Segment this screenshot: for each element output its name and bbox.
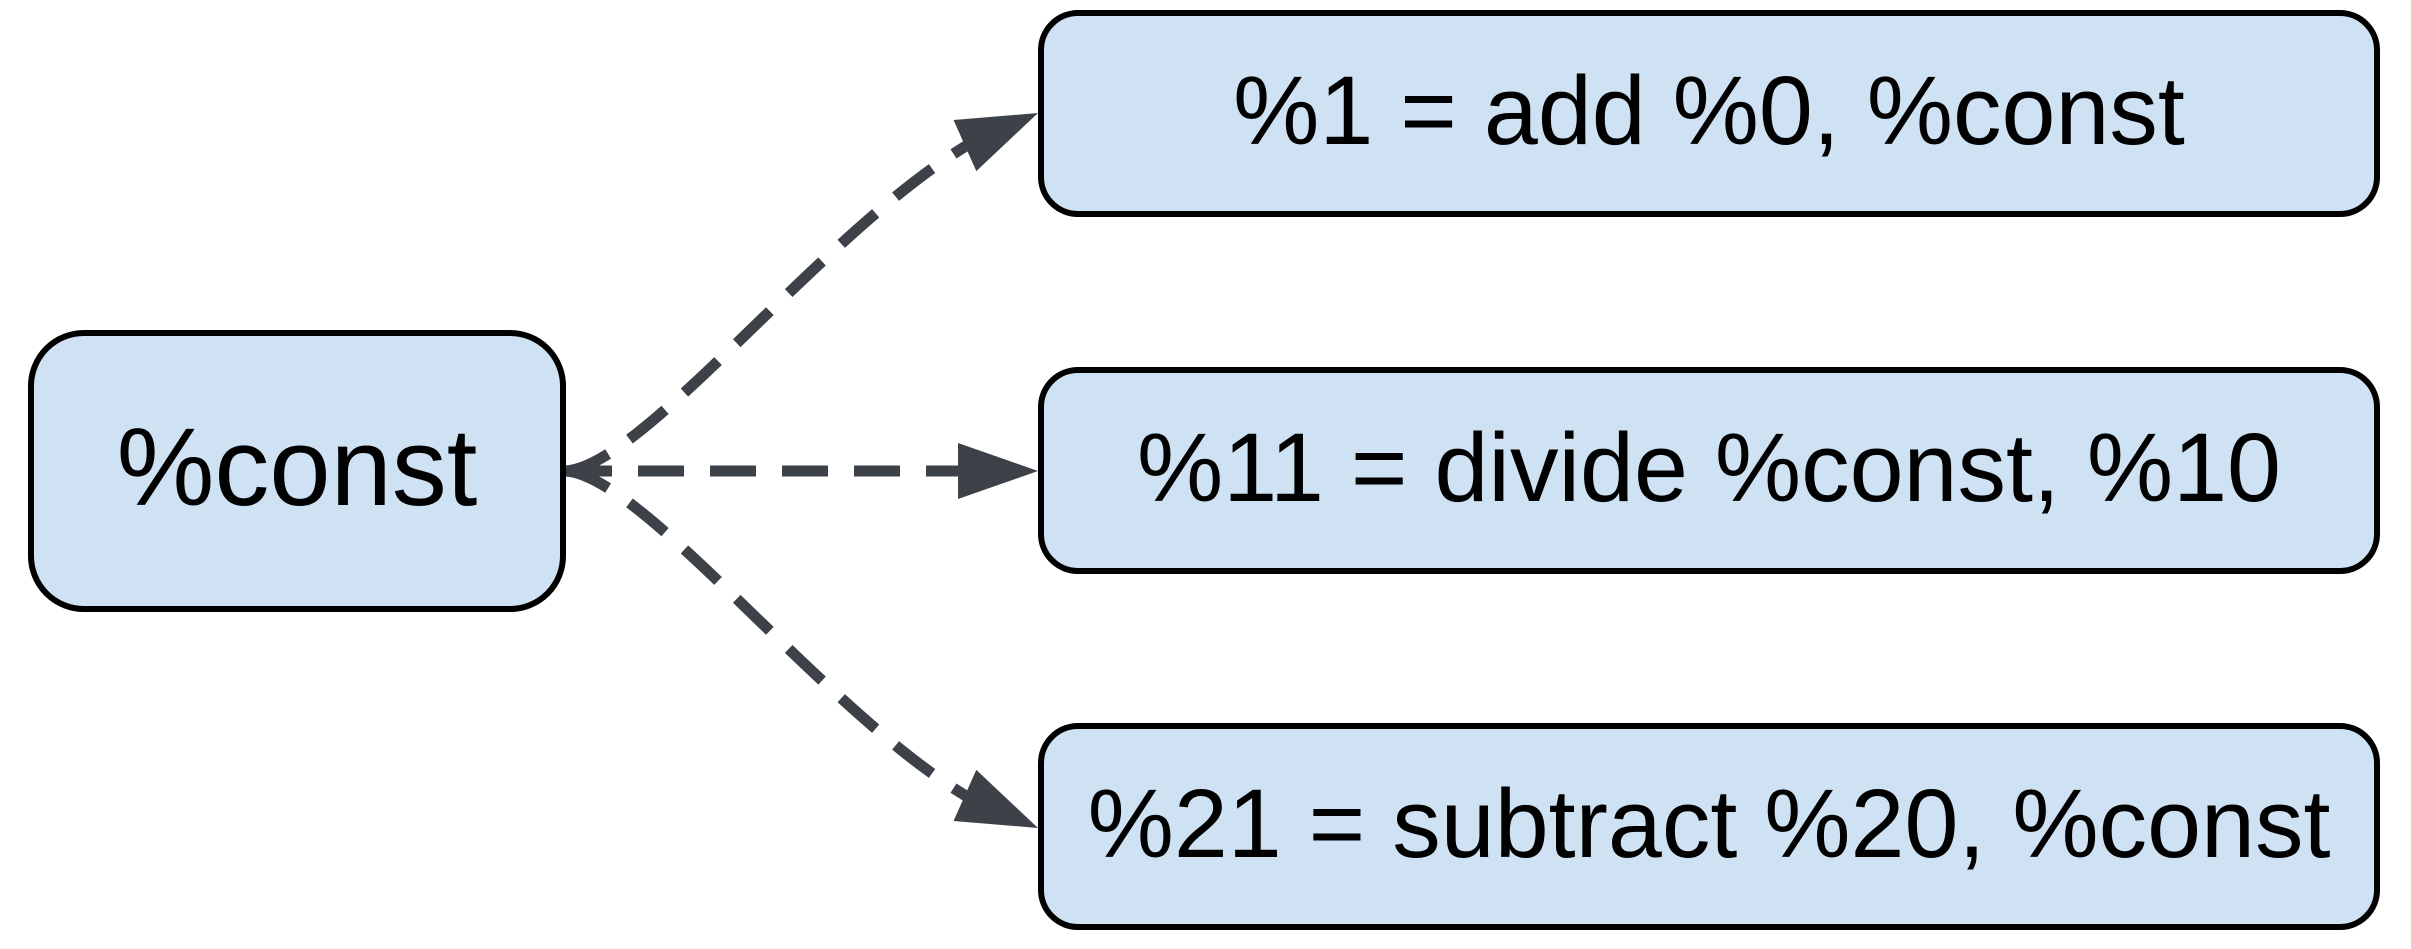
node-const-label: %const: [116, 406, 478, 529]
arrowhead-icon: [953, 113, 1038, 172]
node-add-label: %1 = add %0, %const: [1233, 56, 2185, 165]
edge-const-to-add: [565, 122, 1003, 477]
node-divide: %11 = divide %const, %10: [1038, 367, 2380, 574]
arrowhead-icon: [958, 443, 1038, 499]
node-const: %const: [28, 330, 566, 612]
edge-const-to-subtract: [565, 465, 1003, 820]
node-add: %1 = add %0, %const: [1038, 10, 2380, 217]
node-divide-label: %11 = divide %const, %10: [1136, 413, 2281, 522]
node-subtract: %21 = subtract %20, %const: [1038, 723, 2380, 930]
arrowhead-icon: [953, 769, 1038, 828]
node-subtract-label: %21 = subtract %20, %const: [1087, 769, 2331, 878]
